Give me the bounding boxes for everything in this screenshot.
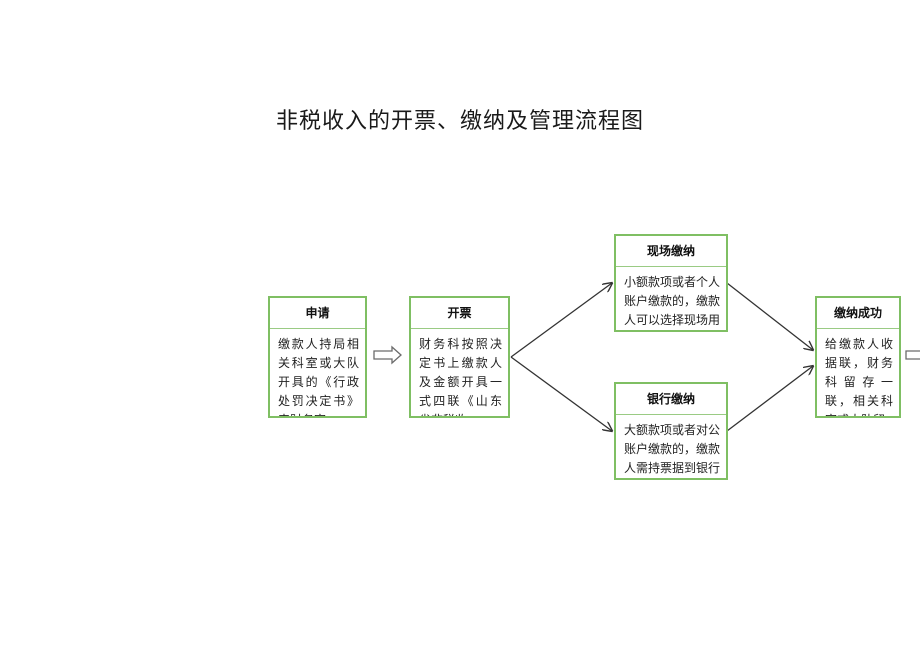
step-apply-text: 缴款人持局相关科室或大队开具的《行政处罚决定书》来财务室 — [278, 337, 359, 416]
step-success-text: 给缴款人收据联，财务科留存一联，相关科室或大队留 — [825, 337, 893, 416]
step-invoice-box: 开票 财务科按照决定书上缴款人及金额开具一式四联《山东省非税收 — [409, 296, 510, 418]
arrow-onsite-to-success — [726, 282, 813, 350]
step-invoice-text: 财务科按照决定书上缴款人及金额开具一式四联《山东省非税收 — [419, 337, 502, 416]
step-bank-title: 银行缴纳 — [616, 384, 726, 415]
hollow-arrow-success-out — [905, 350, 920, 360]
step-onsite-title: 现场缴纳 — [616, 236, 726, 267]
diagram-title: 非税收入的开票、缴纳及管理流程图 — [275, 109, 644, 134]
step-success-title: 缴纳成功 — [817, 298, 899, 329]
step-bank-box: 银行缴纳 大额款项或者对公账户缴款的，缴款人需持票据到银行 — [614, 382, 728, 480]
step-onsite-box: 现场缴纳 小额款项或者个人账户缴款的，缴款人可以选择现场用 — [614, 234, 728, 332]
step-bank-text: 大额款项或者对公账户缴款的，缴款人需持票据到银行 — [624, 423, 721, 475]
step-success-box: 缴纳成功 给缴款人收据联，财务科留存一联，相关科室或大队留 — [815, 296, 901, 418]
step-apply-title: 申请 — [270, 298, 365, 329]
arrow-invoice-to-bank — [510, 356, 612, 431]
step-onsite-text: 小额款项或者个人账户缴款的，缴款人可以选择现场用 — [624, 275, 721, 327]
arrow-invoice-to-onsite — [510, 283, 612, 358]
arrow-bank-to-success — [726, 366, 813, 432]
step-apply-box: 申请 缴款人持局相关科室或大队开具的《行政处罚决定书》来财务室 — [268, 296, 367, 418]
hollow-arrow-apply-to-invoice — [373, 345, 402, 365]
step-invoice-title: 开票 — [411, 298, 508, 329]
